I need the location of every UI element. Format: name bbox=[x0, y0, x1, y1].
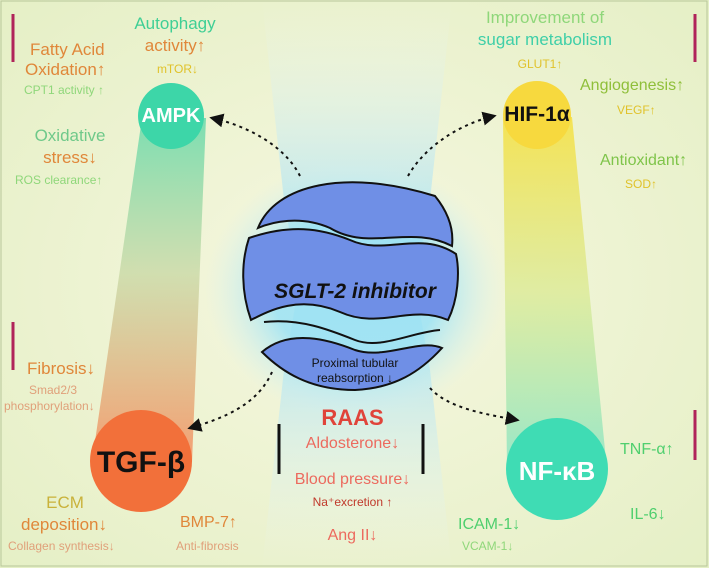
ros-label: ROS clearance↑ bbox=[15, 173, 103, 187]
antioxidant-label: Antioxidant↑ bbox=[600, 152, 688, 169]
nfkb-node bbox=[506, 418, 608, 520]
angiogenesis-label: Angiogenesis↑ bbox=[580, 77, 685, 94]
smad-label-1: Smad2/3 bbox=[29, 383, 78, 397]
fatty-acid-label-1: Fatty Acid bbox=[30, 40, 105, 59]
sod-label: SOD↑ bbox=[625, 177, 658, 191]
sglt2-title: SGLT-2 inhibitor bbox=[274, 280, 436, 303]
mtor-label: mTOR↓ bbox=[156, 62, 199, 76]
sugar-label-1: Improvement of bbox=[485, 8, 605, 27]
smad-label-2: phosphorylation↓ bbox=[4, 399, 95, 413]
raas-title: RAAS bbox=[321, 405, 384, 430]
fatty-acid-label-2: Oxidation↑ bbox=[25, 60, 106, 79]
ampk-node bbox=[138, 83, 204, 149]
blood-pressure-label: Blood pressure↓ bbox=[294, 471, 411, 488]
right-beam bbox=[503, 117, 607, 470]
vegf-label: VEGF↑ bbox=[617, 103, 656, 117]
antifibrosis-label: Anti-fibrosis bbox=[176, 539, 239, 553]
autophagy-label-2: activity↑ bbox=[144, 36, 206, 55]
accent-bars bbox=[11, 14, 697, 460]
tgf-label: TGF-β bbox=[96, 446, 186, 479]
tnf-label: TNF-α↑ bbox=[620, 441, 674, 458]
aldosterone-label: Aldosterone↓ bbox=[305, 435, 400, 452]
sphere-segment-top bbox=[256, 181, 454, 248]
sugar-label-2: sugar metabolism bbox=[477, 30, 613, 49]
ecm-label-1: ECM bbox=[46, 493, 84, 512]
sglt2-sphere bbox=[242, 181, 459, 392]
sphere-seam bbox=[263, 320, 441, 344]
connector-arrows bbox=[187, 111, 520, 432]
collagen-label: Collagen synthesis↓ bbox=[8, 539, 115, 553]
fibrosis-label: Fibrosis↓ bbox=[27, 359, 96, 378]
arrow-to-tgf bbox=[187, 371, 273, 432]
icam-label: ICAM-1↓ bbox=[458, 516, 521, 533]
hif-node bbox=[503, 81, 571, 149]
ecm-label-2: deposition↓ bbox=[21, 515, 108, 534]
nfkb-label: NF-κB bbox=[518, 456, 596, 486]
sphere-segment-middle bbox=[242, 228, 459, 322]
arrow-to-nfkb bbox=[429, 387, 520, 425]
oxidative-label-2: stress↓ bbox=[43, 148, 97, 167]
oxidative-label-1: Oxidative bbox=[34, 126, 106, 145]
na-excretion-label: Na⁺excretion ↑ bbox=[312, 495, 393, 509]
sphere-segment-bottom bbox=[260, 337, 444, 392]
glut1-label: GLUT1↑ bbox=[517, 57, 563, 71]
autophagy-label-1: Autophagy bbox=[134, 14, 216, 33]
raas-brackets bbox=[277, 424, 425, 474]
vcam-label: VCAM-1↓ bbox=[462, 539, 514, 553]
ampk-label: AMPK bbox=[141, 105, 201, 127]
il6-label: IL-6↓ bbox=[630, 506, 666, 523]
hif-label: HIF-1α bbox=[504, 103, 570, 126]
tgf-node bbox=[90, 410, 192, 512]
cpt1-label: CPT1 activity ↑ bbox=[24, 83, 105, 97]
left-beam bbox=[92, 118, 206, 462]
ang-ii-label: Ang II↓ bbox=[327, 527, 378, 544]
proximal-note-line2: reabsorption ↓ bbox=[316, 371, 394, 385]
bmp7-label: BMP-7↑ bbox=[180, 514, 237, 531]
proximal-note-line1: Proximal tubular bbox=[311, 356, 399, 370]
